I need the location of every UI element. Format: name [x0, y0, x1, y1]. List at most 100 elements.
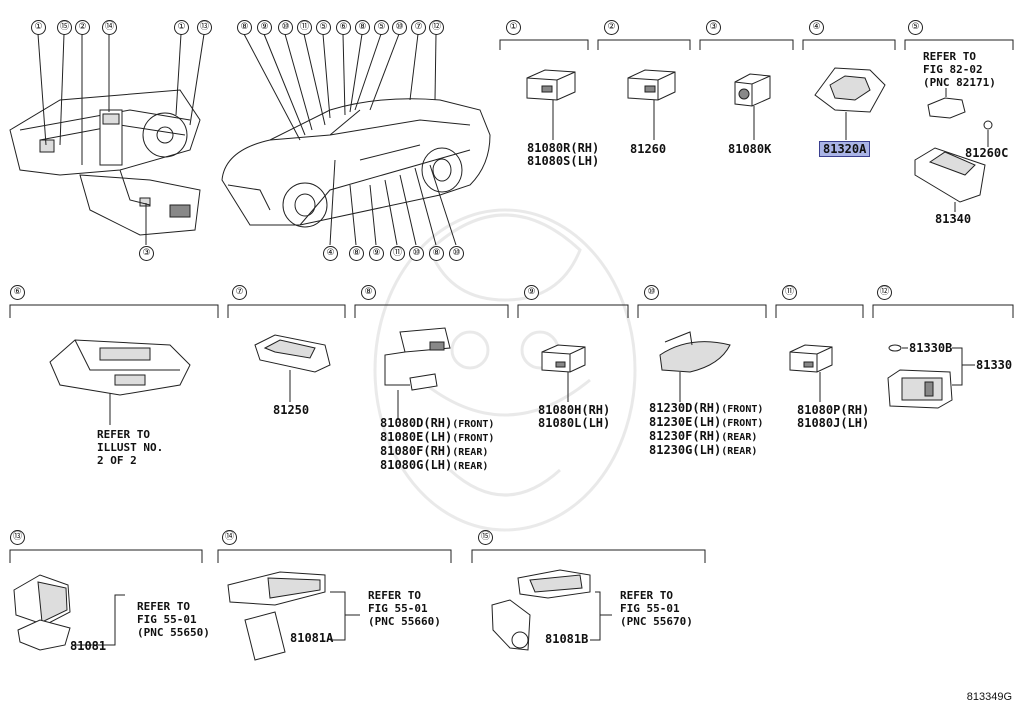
part-number-81230D[interactable]: 81230D(RH) — [649, 401, 722, 415]
part-number-81081[interactable]: 81081 — [70, 639, 107, 653]
position-note: (REAR) — [452, 461, 489, 472]
part-number-81080K[interactable]: 81080K — [728, 142, 772, 156]
part-shape-10 — [659, 331, 731, 402]
part-number-81340[interactable]: 81340 — [935, 212, 972, 226]
car-callout-top-2: ⑩ — [278, 20, 293, 35]
part-number-81081A[interactable]: 81081A — [290, 631, 334, 645]
car-callout-top-7: ⑤ — [374, 20, 389, 35]
interior-callout-14: ⑭ — [102, 20, 117, 35]
interior-callout-1b: ① — [174, 20, 189, 35]
part-number-81080D[interactable]: 81080D(RH) — [380, 416, 453, 430]
section-number-2: ② — [604, 20, 619, 35]
part-number-81080R[interactable]: 81080R(RH) — [527, 141, 600, 155]
position-note: (FRONT) — [721, 418, 764, 429]
part-shape-8 — [384, 327, 451, 420]
part-shape-3 — [734, 73, 771, 140]
section-number-14: ⑭ — [222, 530, 237, 545]
part-number-81080J[interactable]: 81080J(LH) — [797, 416, 870, 430]
position-note: (FRONT) — [452, 433, 495, 444]
part-shape-1 — [526, 69, 576, 140]
part-number-81250[interactable]: 81250 — [273, 403, 310, 417]
part-number-81080H[interactable]: 81080H(RH) — [538, 403, 611, 417]
part-number-81230G[interactable]: 81230G(LH) — [649, 443, 722, 457]
interior-callout-3: ③ — [139, 246, 154, 261]
part-number-81260[interactable]: 81260 — [630, 142, 667, 156]
figure-id: 813349G — [966, 691, 1012, 703]
part-shape-13 — [13, 574, 125, 651]
part-shape-9 — [541, 344, 586, 402]
interior-callout-2: ② — [75, 20, 90, 35]
section-number-5: ⑤ — [908, 20, 923, 35]
part-shape-2 — [627, 69, 676, 140]
section-number-3: ③ — [706, 20, 721, 35]
part-number-81330[interactable]: 81330 — [976, 358, 1013, 372]
part-shape-6 — [49, 339, 191, 425]
section-number-6: ⑥ — [10, 285, 25, 300]
part-shape-4 — [814, 67, 886, 140]
car-callout-top-5: ⑥ — [336, 20, 351, 35]
section-number-13: ⑬ — [10, 530, 25, 545]
car-callout-bottom-1: ⑧ — [349, 246, 364, 261]
interior-illustration — [9, 33, 205, 245]
section-number-9: ⑨ — [524, 285, 539, 300]
car-callout-top-8: ⑩ — [392, 20, 407, 35]
car-callout-bottom-5: ⑧ — [429, 246, 444, 261]
position-note: (REAR) — [721, 446, 758, 457]
section-number-12: ⑫ — [877, 285, 892, 300]
car-callout-bottom-3: ⑪ — [390, 246, 405, 261]
car-callout-top-9: ⑦ — [411, 20, 426, 35]
part-number-81230E[interactable]: 81230E(LH) — [649, 415, 722, 429]
refer-note-section-13: REFER TO FIG 55-01 (PNC 55650) — [137, 600, 210, 639]
car-callout-bottom-0: ④ — [323, 246, 338, 261]
part-line-81080D[interactable]: 81080D(RH)(FRONT) — [380, 417, 494, 431]
part-number-81080P[interactable]: 81080P(RH) — [797, 403, 870, 417]
part-line-81080F[interactable]: 81080F(RH)(REAR) — [380, 445, 488, 459]
car-callout-top-3: ⑪ — [297, 20, 312, 35]
part-number-81080E[interactable]: 81080E(LH) — [380, 430, 453, 444]
part-number-81330B[interactable]: 81330B — [909, 341, 953, 355]
car-callout-top-10: ⑫ — [429, 20, 444, 35]
section-number-1: ① — [506, 20, 521, 35]
section-brackets — [9, 39, 1014, 563]
part-line-81230F[interactable]: 81230F(RH)(REAR) — [649, 430, 757, 444]
interior-callout-1: ① — [31, 20, 46, 35]
section-number-15: ⑮ — [478, 530, 493, 545]
refer-note-section-15: REFER TO FIG 55-01 (PNC 55670) — [620, 589, 693, 628]
section-number-8: ⑧ — [361, 285, 376, 300]
interior-callout-13: ⑬ — [197, 20, 212, 35]
part-line-81230G[interactable]: 81230G(LH)(REAR) — [649, 444, 757, 458]
car-callout-top-6: ⑧ — [355, 20, 370, 35]
part-line-81080G[interactable]: 81080G(LH)(REAR) — [380, 459, 488, 473]
part-number-81260C[interactable]: 81260C — [965, 146, 1009, 160]
position-note: (REAR) — [452, 447, 489, 458]
car-callout-top-1: ⑨ — [257, 20, 272, 35]
refer-note-section-5: REFER TO FIG 82-02 (PNC 82171) — [923, 50, 996, 89]
part-number-81230F[interactable]: 81230F(RH) — [649, 429, 722, 443]
watermark-logo — [373, 208, 637, 532]
car-illustration — [221, 33, 491, 246]
car-callout-top-0: ⑧ — [237, 20, 252, 35]
car-callout-bottom-4: ⑩ — [409, 246, 424, 261]
position-note: (FRONT) — [721, 404, 764, 415]
car-callout-top-4: ⑤ — [316, 20, 331, 35]
part-number-81080G[interactable]: 81080G(LH) — [380, 458, 453, 472]
part-number-81080F[interactable]: 81080F(RH) — [380, 444, 453, 458]
part-shape-7 — [254, 334, 331, 402]
section-number-7: ⑦ — [232, 285, 247, 300]
car-callout-bottom-2: ⑨ — [369, 246, 384, 261]
part-number-81320A-highlighted[interactable]: 81320A — [819, 141, 871, 157]
part-number-81080L[interactable]: 81080L(LH) — [538, 416, 611, 430]
part-number-81080S[interactable]: 81080S(LH) — [527, 154, 600, 168]
part-line-81230D[interactable]: 81230D(RH)(FRONT) — [649, 402, 763, 416]
section-number-11: ⑪ — [782, 285, 797, 300]
part-shape-11 — [789, 344, 833, 402]
part-line-81230E[interactable]: 81230E(LH)(FRONT) — [649, 416, 763, 430]
refer-note-section-6: REFER TO ILLUST NO. 2 OF 2 — [97, 428, 164, 467]
car-callout-bottom-6: ⑩ — [449, 246, 464, 261]
part-line-81080E[interactable]: 81080E(LH)(FRONT) — [380, 431, 494, 445]
part-number-81081B[interactable]: 81081B — [545, 632, 589, 646]
refer-note-section-14: REFER TO FIG 55-01 (PNC 55660) — [368, 589, 441, 628]
section-number-10: ⑩ — [644, 285, 659, 300]
interior-callout-15: ⑮ — [57, 20, 72, 35]
